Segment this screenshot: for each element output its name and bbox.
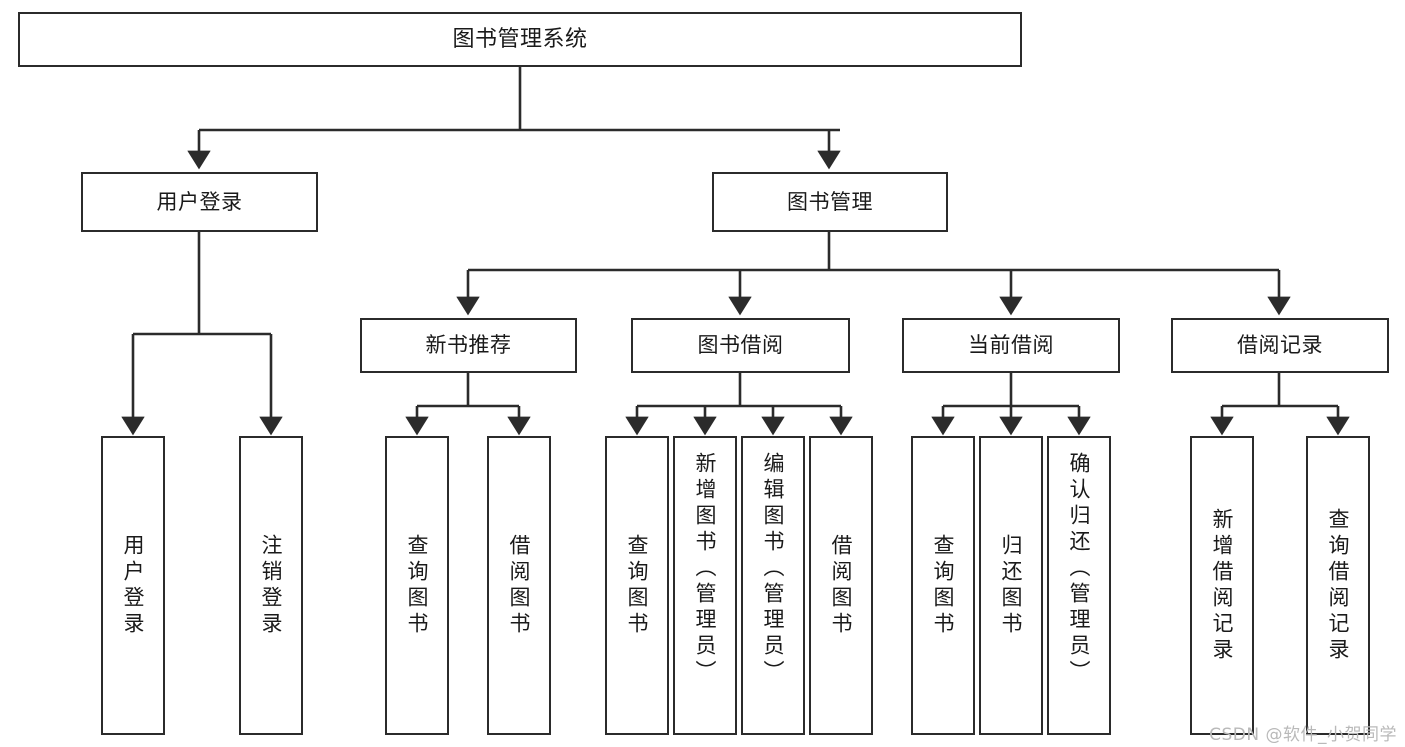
leaf-current-query-book[interactable]: 查询图书 xyxy=(911,436,975,735)
node-label: 用户登录 xyxy=(156,189,243,214)
node-label: 查询图书 xyxy=(405,533,430,638)
node-borrow-records[interactable]: 借阅记录 xyxy=(1171,318,1389,373)
leaf-borrow-edit-book[interactable]: 编辑图书（管理员） xyxy=(741,436,805,735)
leaf-new-book-borrow[interactable]: 借阅图书 xyxy=(487,436,551,735)
node-label: 查询借阅记录 xyxy=(1326,507,1351,664)
leaf-borrow-borrow-book[interactable]: 借阅图书 xyxy=(809,436,873,735)
node-label: 注销登录 xyxy=(259,533,284,638)
node-root-system[interactable]: 图书管理系统 xyxy=(18,12,1022,67)
node-label: 新增借阅记录 xyxy=(1210,507,1235,664)
leaf-current-return-book[interactable]: 归还图书 xyxy=(979,436,1043,735)
node-label: 新增图书（管理员） xyxy=(693,452,718,686)
node-label: 查询图书 xyxy=(931,533,956,638)
leaf-records-query-record[interactable]: 查询借阅记录 xyxy=(1306,436,1370,735)
node-book-borrow[interactable]: 图书借阅 xyxy=(631,318,850,373)
node-book-management[interactable]: 图书管理 xyxy=(712,172,948,232)
leaf-user-login-login[interactable]: 用户登录 xyxy=(101,436,165,735)
node-label: 查询图书 xyxy=(625,533,650,638)
node-label: 当前借阅 xyxy=(968,333,1054,358)
node-label: 图书管理系统 xyxy=(452,26,588,52)
node-new-book-recommend[interactable]: 新书推荐 xyxy=(360,318,577,373)
node-user-login[interactable]: 用户登录 xyxy=(81,172,318,232)
node-label: 借阅图书 xyxy=(829,533,854,638)
node-label: 借阅图书 xyxy=(507,533,532,638)
node-label: 借阅记录 xyxy=(1237,333,1323,358)
leaf-records-add-record[interactable]: 新增借阅记录 xyxy=(1190,436,1254,735)
leaf-borrow-query-book[interactable]: 查询图书 xyxy=(605,436,669,735)
leaf-user-login-logout[interactable]: 注销登录 xyxy=(239,436,303,735)
watermark-text: CSDN @软件_小贺同学 xyxy=(1209,725,1397,745)
node-label: 确认归还（管理员） xyxy=(1067,452,1092,686)
node-label: 归还图书 xyxy=(999,533,1024,638)
leaf-borrow-add-book[interactable]: 新增图书（管理员） xyxy=(673,436,737,735)
leaf-current-confirm-return[interactable]: 确认归还（管理员） xyxy=(1047,436,1111,735)
node-label: 编辑图书（管理员） xyxy=(761,452,786,686)
node-label: 用户登录 xyxy=(121,533,146,638)
node-label: 新书推荐 xyxy=(425,333,512,358)
leaf-new-book-query[interactable]: 查询图书 xyxy=(385,436,449,735)
node-current-borrow[interactable]: 当前借阅 xyxy=(902,318,1120,373)
node-label: 图书管理 xyxy=(787,189,873,214)
node-label: 图书借阅 xyxy=(697,333,784,358)
